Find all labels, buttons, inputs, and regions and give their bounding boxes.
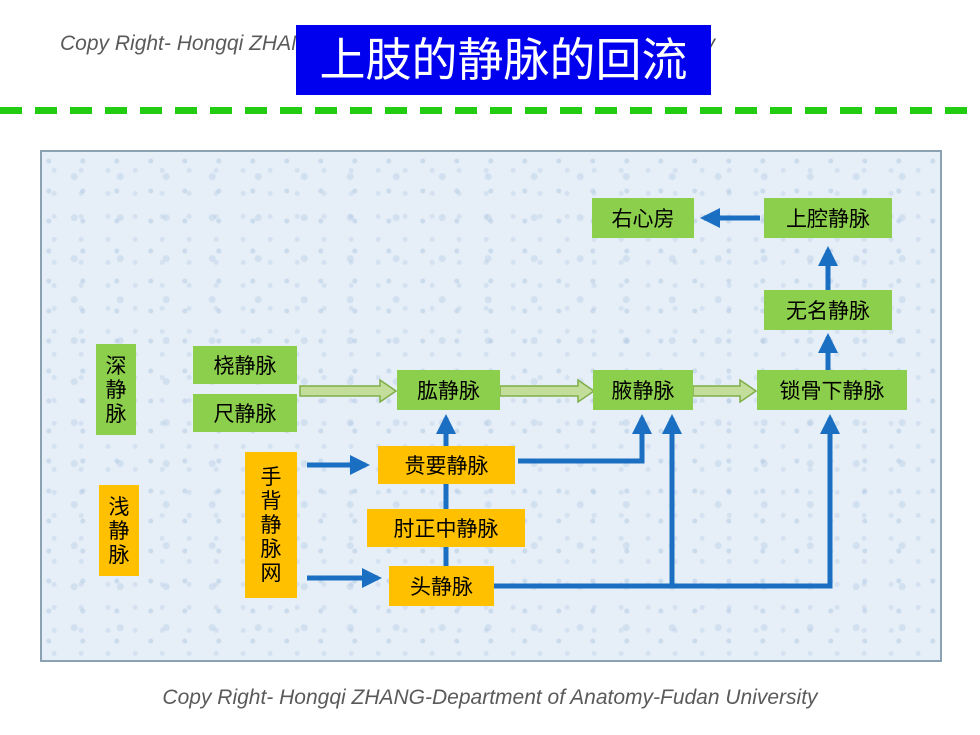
- node-ulnar-vein: 尺静脉: [193, 394, 297, 432]
- node-median-cubital-vein: 肘正中静脉: [367, 509, 525, 547]
- node-axillary-vein: 腋静脉: [593, 370, 693, 410]
- node-brachial-vein: 肱静脉: [397, 370, 500, 410]
- node-cephalic-vein: 头静脉: [389, 566, 494, 606]
- legend-superficial-char-3: 脉: [108, 542, 130, 567]
- legend-superficial-char-1: 浅: [108, 494, 130, 519]
- node-radial-vein: 桡静脉: [193, 346, 297, 384]
- dorsal-char-5: 网: [260, 561, 282, 585]
- page-title: 上肢的静脉的回流: [296, 25, 711, 95]
- legend-deep-char-1: 深: [105, 353, 127, 378]
- node-right-atrium: 右心房: [592, 198, 694, 238]
- dorsal-char-1: 手: [260, 465, 282, 489]
- legend-superficial-char-2: 静: [108, 518, 130, 543]
- node-subclavian-vein: 锁骨下静脉: [757, 370, 907, 410]
- legend-deep-veins: 深 静 脉: [96, 344, 136, 435]
- dorsal-char-4: 脉: [260, 537, 282, 561]
- dorsal-char-3: 静: [260, 513, 282, 537]
- node-dorsal-venous-network: 手 背 静 脉 网: [245, 452, 297, 598]
- dashed-divider: [0, 107, 980, 114]
- dorsal-char-2: 背: [260, 489, 282, 513]
- copyright-footer: Copy Right- Hongqi ZHANG-Department of A…: [162, 686, 818, 709]
- node-brachiocephalic-vein: 无名静脉: [764, 290, 892, 330]
- node-superior-vena-cava: 上腔静脉: [764, 198, 892, 238]
- node-basilic-vein: 贵要静脉: [378, 446, 515, 484]
- legend-superficial-veins: 浅 静 脉: [99, 485, 139, 576]
- legend-deep-char-3: 脉: [105, 401, 127, 426]
- legend-deep-char-2: 静: [105, 377, 127, 402]
